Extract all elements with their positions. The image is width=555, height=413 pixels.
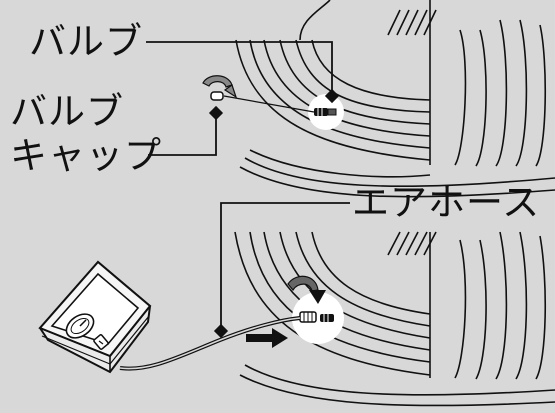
air-hose-label: エアホース — [352, 181, 541, 224]
push-arrow-icon — [246, 328, 288, 348]
hose-nozzle-icon — [299, 311, 317, 323]
valve-cap-callout-marker — [208, 105, 224, 121]
valve-icon — [314, 108, 337, 116]
hose-connection-highlight-circle — [292, 292, 344, 344]
valve-cap-label-line2: キャップ — [10, 134, 162, 177]
valve-bottom-icon — [320, 314, 334, 322]
cap-to-valve-line — [223, 95, 315, 113]
valve-cap-callout-line — [148, 118, 217, 156]
valve-cap-icon — [210, 91, 224, 101]
air-hose-callout-line — [220, 202, 350, 325]
valve-callout-line — [146, 41, 333, 90]
wheel-spokes-bottom — [387, 231, 437, 256]
valve-cap-label-line1: バルブ — [10, 90, 124, 133]
attach-rotate-arrow-icon — [287, 275, 326, 304]
tire-top — [235, 0, 547, 178]
wheel-spokes-top — [387, 9, 437, 36]
cap-removal-arrow-icon — [202, 75, 238, 99]
valve-callout-marker — [324, 88, 340, 104]
valve-label: バルブ — [29, 20, 143, 63]
air-hose-callout-marker — [213, 323, 229, 339]
tire-top-bottom-lines — [239, 157, 555, 198]
air-compressor — [38, 260, 152, 374]
